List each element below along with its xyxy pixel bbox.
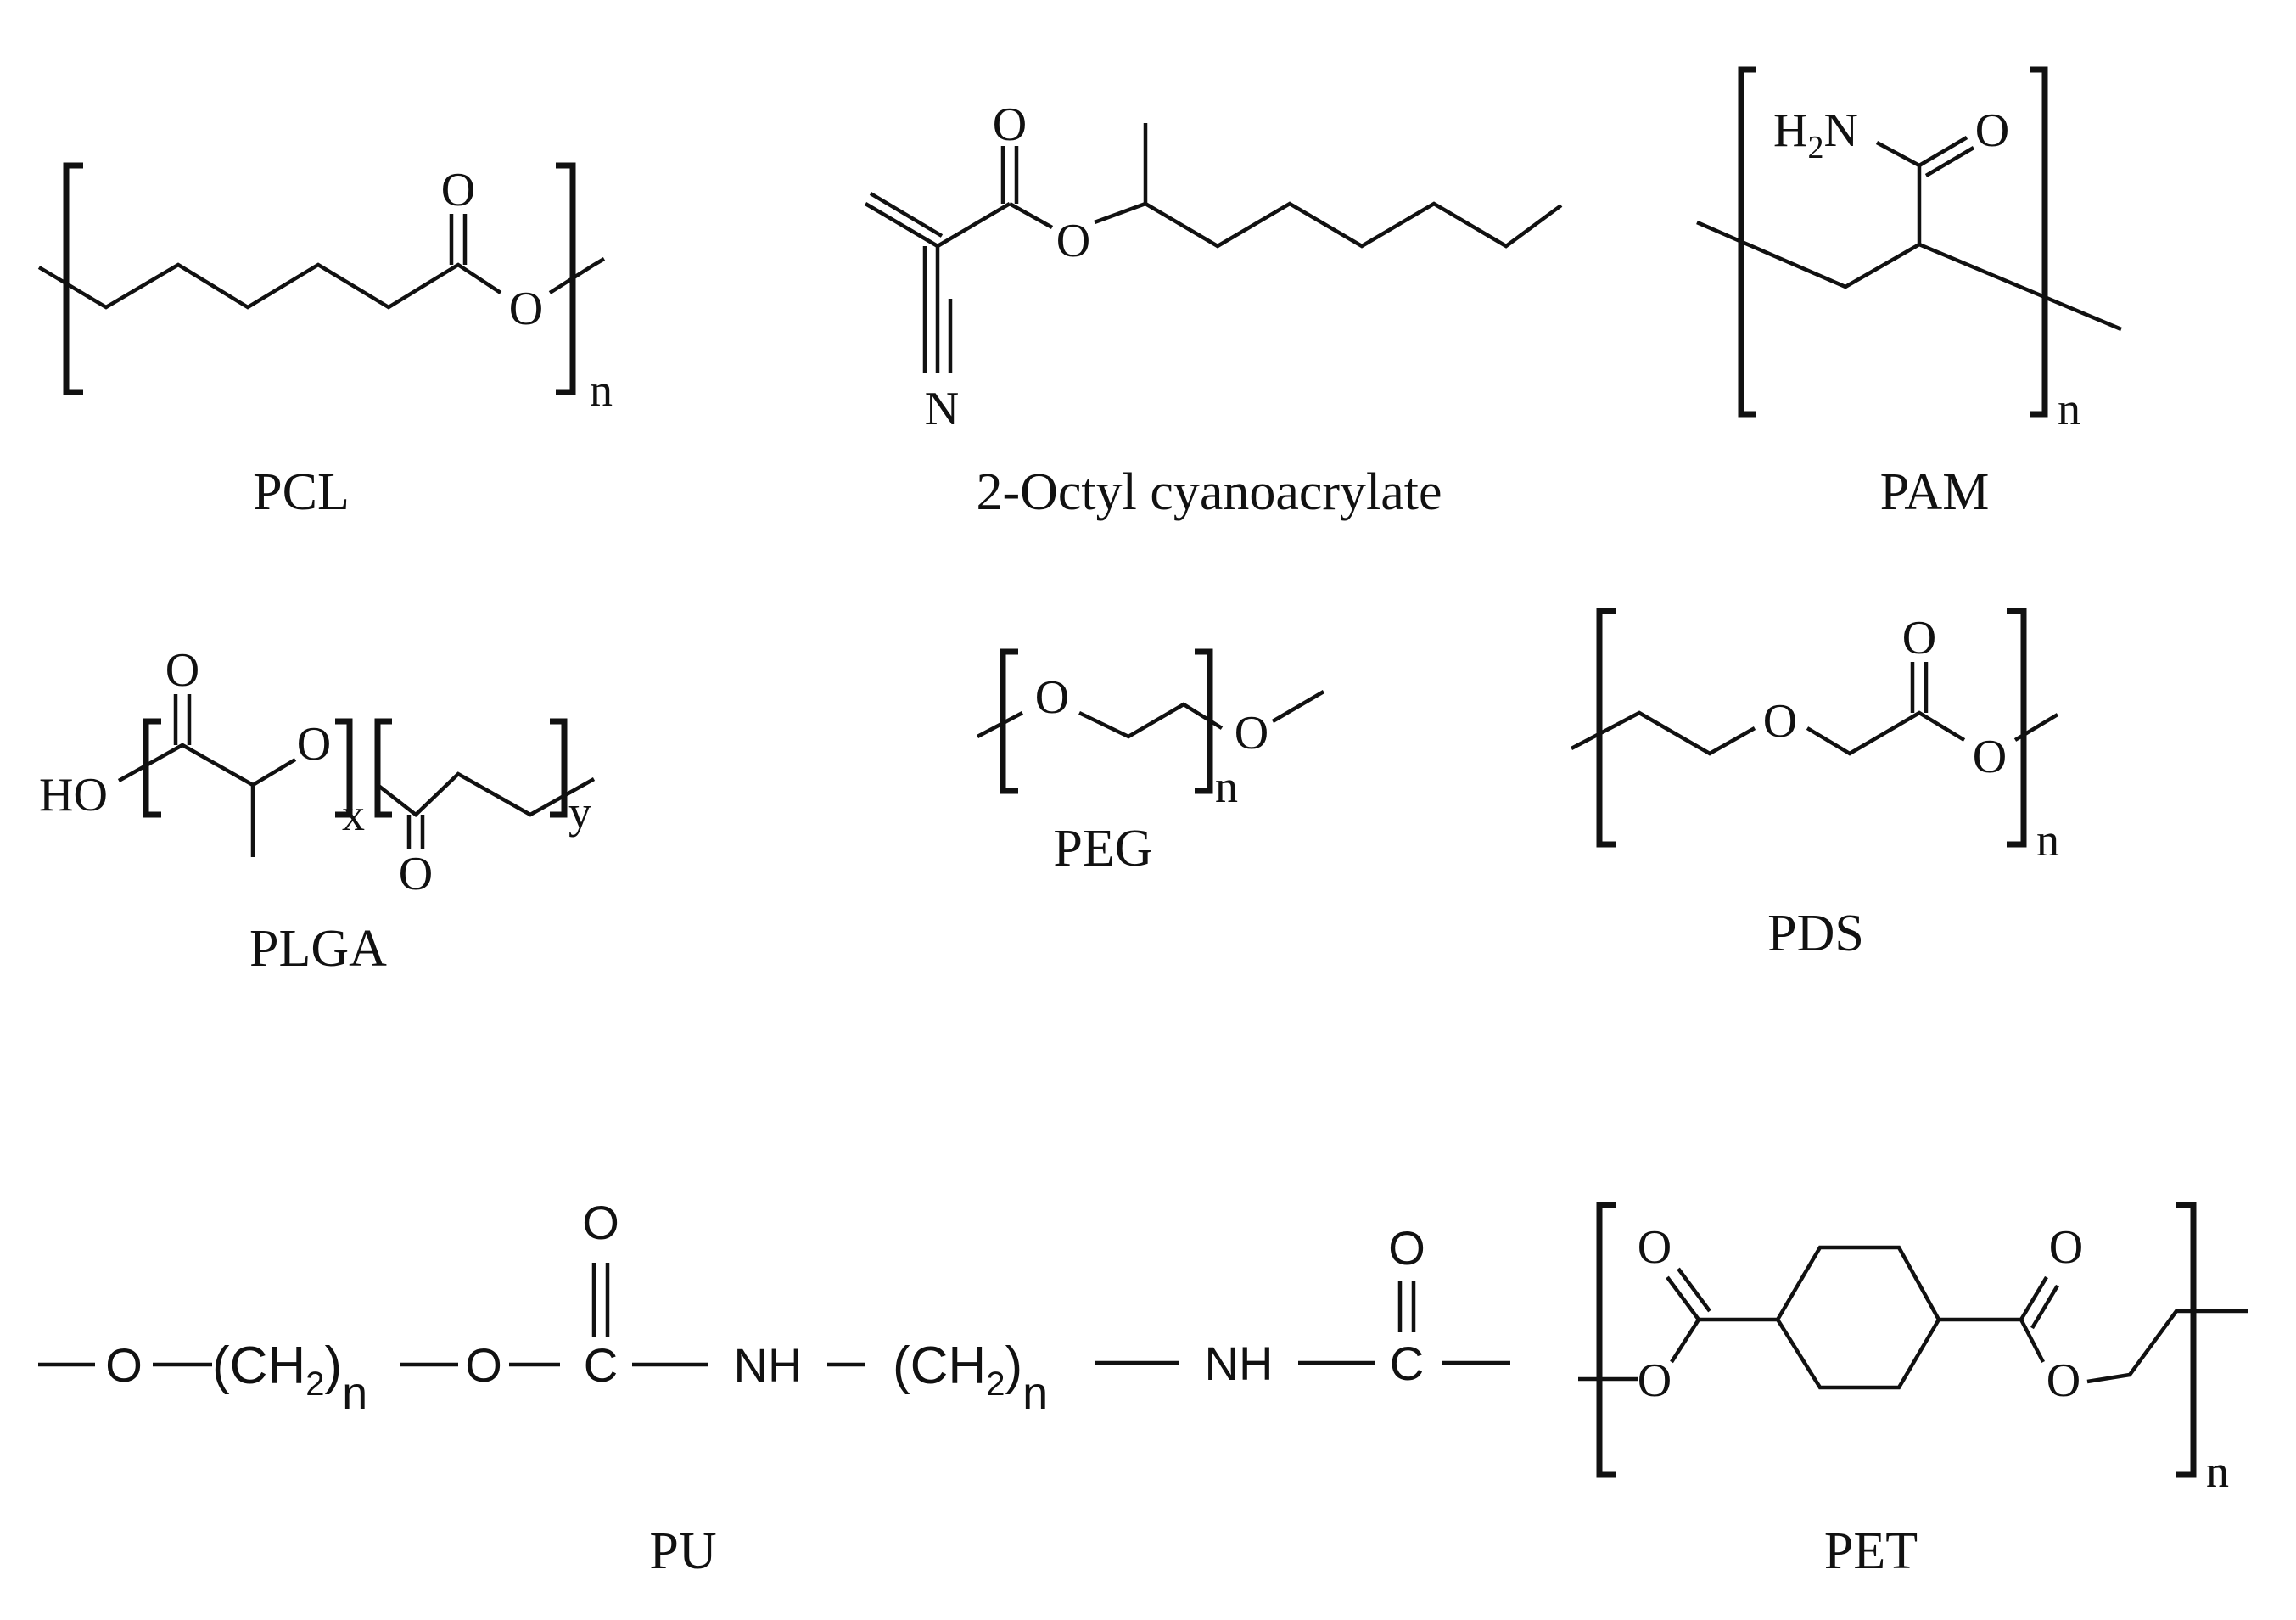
pds-label: PDS [1767, 905, 1864, 962]
pu-label: PU [649, 1522, 716, 1580]
pet-carbonyl-2b [2030, 1284, 2059, 1330]
peg-oxygen-2: O [1235, 707, 1268, 760]
pet-subscript-n: n [2206, 1446, 2229, 1497]
pds-carbonyl-oxygen: O [1902, 612, 1936, 664]
structure-pu: O (CH2)n O C O NH (CH2)n NH C O PU [38, 1196, 1510, 1580]
plga-bracket-2-left [374, 718, 392, 818]
structure-plga: HO O O O x y PLGA [39, 644, 596, 978]
pam-carbonyl-a [1918, 136, 1968, 167]
oca-octyl-chain [1094, 201, 1563, 249]
structure-pet: O O O O n PET [1578, 1202, 2248, 1580]
plga-bracket-1-right [335, 718, 353, 818]
pu-amine-2: NH [1205, 1337, 1274, 1390]
pds-end-bond [2013, 713, 2059, 742]
pds-ethylene [1570, 710, 1756, 756]
pcl-subscript-n: n [590, 365, 613, 416]
peg-methyl [1271, 690, 1325, 723]
pet-carbonyl-1a [1666, 1275, 1700, 1321]
pet-left-bracket [1596, 1202, 1616, 1478]
oca-ester-oxygen: O [1056, 215, 1090, 267]
pet-ester-oxygen-2: O [2047, 1354, 2080, 1407]
pet-ethylene [2086, 1309, 2248, 1384]
peg-subscript-n: n [1215, 761, 1238, 812]
plga-subscript-y: y [568, 787, 591, 838]
pcl-carbonyl-oxygen: O [441, 164, 475, 216]
pcl-ester-oxygen: O [509, 283, 543, 335]
pds-ether-oxygen: O [1763, 695, 1797, 748]
oca-ester-o [1008, 202, 1054, 229]
plga-bracket-2-right [550, 718, 568, 818]
pcl-label: PCL [253, 463, 350, 521]
pu-methylene-group-2: (CH2)n [893, 1337, 1048, 1419]
pcl-ester-bond [548, 257, 606, 294]
oca-vinyl-a [864, 202, 939, 248]
structure-peg: O O n PEG [976, 648, 1325, 877]
pds-glycolyl [1806, 710, 1966, 756]
pu-carbonyl-oxygen-1: O [582, 1196, 619, 1249]
pet-right-bracket [2176, 1202, 2197, 1478]
structure-pcl: O O n PCL [37, 162, 613, 521]
structure-pam: H2N O n PAM [1696, 66, 2122, 521]
pds-subscript-n: n [2036, 815, 2059, 866]
pam-amide-group: H2N [1773, 104, 1858, 165]
structure-octyl-cyanoacrylate: O O N 2-Octyl cyanoacrylate [864, 98, 1563, 521]
peg-label: PEG [1053, 820, 1152, 877]
pam-label: PAM [1880, 463, 1990, 521]
plga-carbonyl-oxygen-1: O [165, 644, 199, 697]
plga-bracket-1-left [143, 718, 161, 818]
pet-label: PET [1824, 1522, 1918, 1580]
pet-ester-oxygen-1: O [1638, 1354, 1672, 1407]
pam-amide-n [1875, 141, 1921, 167]
pam-backbone [1696, 220, 2122, 332]
pam-carbonyl-b [1924, 146, 1975, 177]
pds-right-bracket [2007, 608, 2027, 848]
pds-left-bracket [1596, 608, 1616, 848]
plga-label: PLGA [249, 920, 387, 978]
oca-vinyl-b [869, 192, 944, 238]
peg-oxygen-1: O [1035, 671, 1069, 724]
pds-ester-oxygen: O [1973, 731, 2007, 783]
oca-label: 2-Octyl cyanoacrylate [976, 463, 1442, 521]
oca-carbonyl-oxygen: O [993, 98, 1027, 151]
pu-carbon-1: C [584, 1338, 618, 1392]
plga-glycolic-unit [376, 771, 596, 817]
pet-carbonyl-1b [1677, 1267, 1711, 1313]
plga-carbonyl-oxygen-2: O [399, 848, 433, 900]
structure-pds: O O O n PDS [1570, 608, 2059, 962]
pu-amine-1: NH [734, 1338, 803, 1392]
peg-left-end [976, 711, 1024, 738]
pu-oxygen-1: O [105, 1338, 143, 1392]
pcl-chain [37, 262, 502, 310]
pu-carbonyl-oxygen-2: O [1388, 1221, 1425, 1275]
pcl-left-bracket [63, 162, 83, 395]
plga-ester-oxygen: O [297, 718, 331, 771]
pu-methylene-group-1: (CH2)n [212, 1337, 367, 1419]
pam-subscript-n: n [2058, 384, 2080, 434]
pu-oxygen-2: O [465, 1338, 502, 1392]
oca-nitrile-nitrogen: N [925, 383, 959, 435]
pet-carbonyl-oxygen-2: O [2049, 1221, 2083, 1274]
pet-cyclohexane-ring [1775, 1245, 1941, 1390]
plga-hydroxyl-end: HO [39, 769, 108, 821]
peg-chain [1078, 702, 1224, 739]
pet-ester-right [2019, 1318, 2045, 1364]
pet-carbonyl-2a [2019, 1275, 2048, 1321]
pet-ester-left [1670, 1318, 1700, 1364]
pam-right-bracket [2030, 66, 2048, 418]
plga-lactic-unit [117, 743, 297, 788]
pam-carbonyl-oxygen: O [1975, 104, 2009, 157]
pet-carbonyl-oxygen-1: O [1638, 1221, 1672, 1274]
pu-carbon-2: C [1390, 1337, 1424, 1390]
oca-c-ester [936, 202, 1011, 248]
plga-subscript-x: x [342, 789, 365, 840]
